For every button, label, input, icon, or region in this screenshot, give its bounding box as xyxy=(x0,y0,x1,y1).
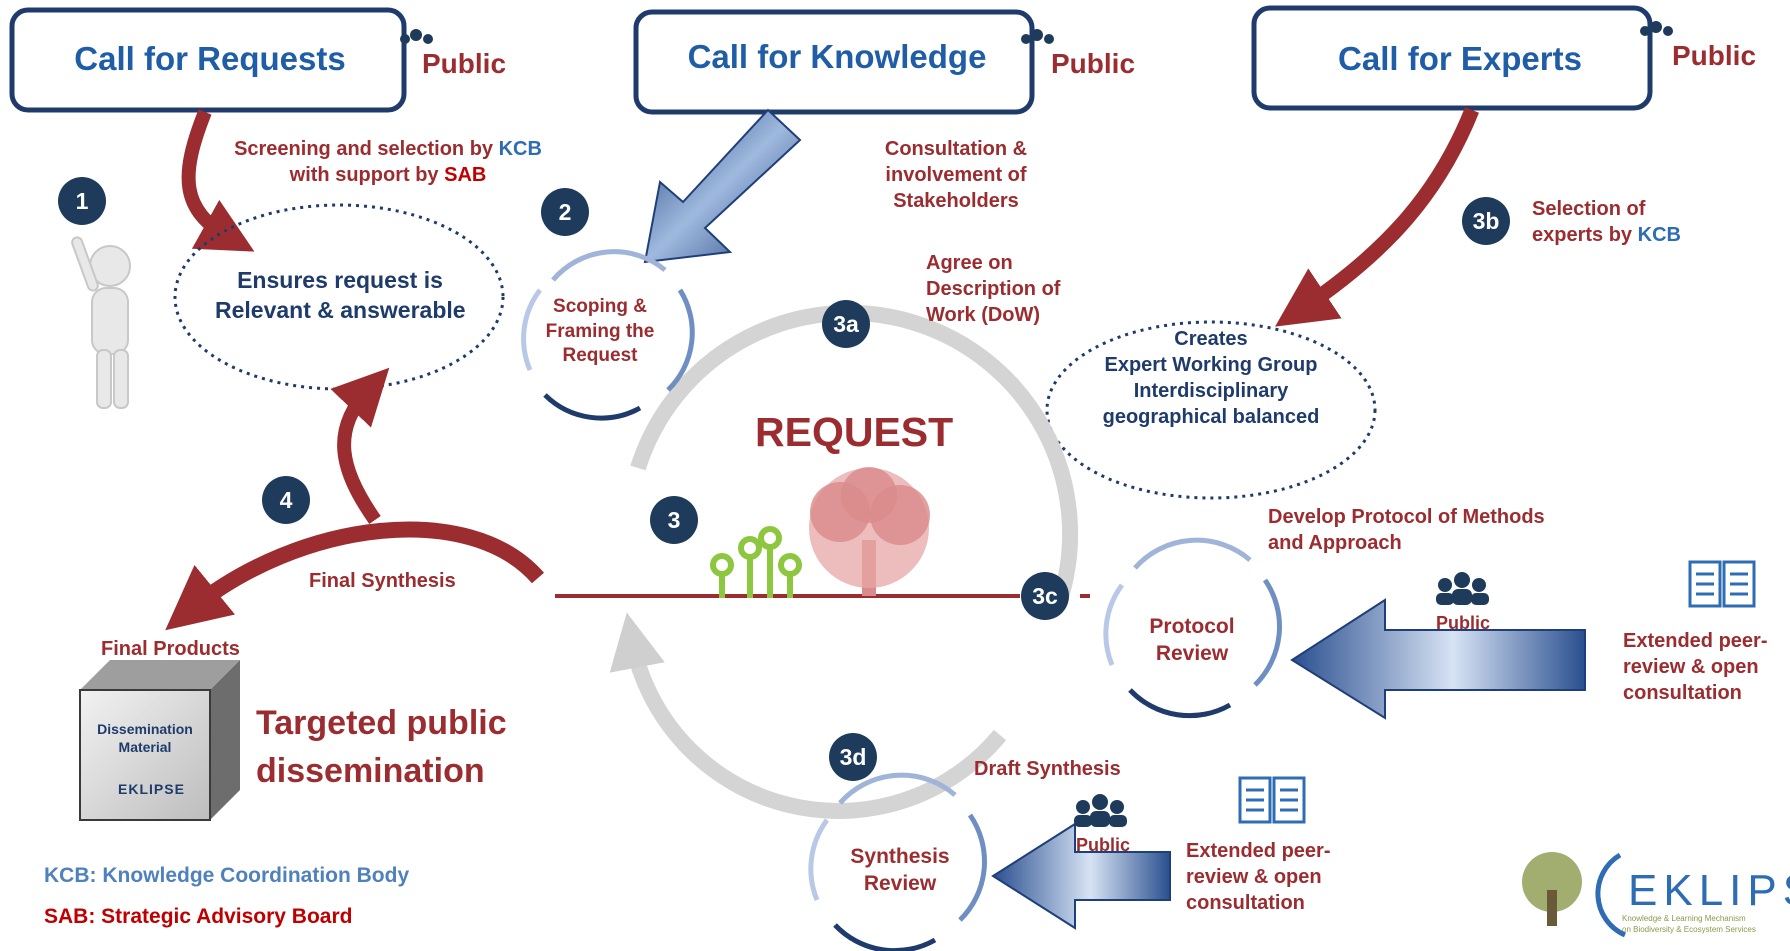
eklipse-tagline-1: Knowledge & Learning Mechanism xyxy=(1622,914,1746,923)
call-requests-title: Call for Requests xyxy=(74,40,346,77)
cube-box xyxy=(79,660,240,821)
ensures-oval xyxy=(173,203,505,391)
people-icon xyxy=(400,21,1673,827)
public-badge-knowledge: Public xyxy=(1051,48,1136,79)
public-badge-requests: Public xyxy=(422,48,507,79)
call-knowledge-title: Call for Knowledge xyxy=(687,38,987,75)
key-icon xyxy=(710,526,802,598)
step-3d: 3d xyxy=(829,733,877,781)
step-1: 1 xyxy=(58,177,106,225)
public-label-synthesis: Public xyxy=(1076,835,1131,855)
legend-sab: SAB: Strategic Advisory Board xyxy=(44,905,353,928)
request-title: REQUEST xyxy=(755,409,954,455)
request-cycle-lower xyxy=(609,612,1007,819)
draft-synthesis-text: Draft Synthesis xyxy=(974,758,1121,780)
eklipse-tagline-2: on Biodiversity & Ecosystem Services xyxy=(1622,925,1756,934)
arrow-extended-to-synthesis xyxy=(991,822,1171,930)
arrow-experts-to-group xyxy=(1275,107,1479,327)
eklipse-logo xyxy=(1522,852,1627,938)
person-figure xyxy=(71,236,131,409)
tree-icon xyxy=(809,467,930,596)
box-eklipse-logo: EKLIPSE xyxy=(118,781,185,797)
step-3b: 3b xyxy=(1462,197,1510,245)
synthesis-cycle xyxy=(808,772,987,951)
arrow-final-synthesis xyxy=(165,521,545,631)
step-3: 3 xyxy=(650,496,698,544)
step-2: 2 xyxy=(541,188,589,236)
eklipse-logo-text: EKLIPS xyxy=(1628,866,1790,915)
scoping-cycle xyxy=(521,249,695,421)
arrow-knowledge-to-step2 xyxy=(643,108,802,264)
step-4: 4 xyxy=(262,476,310,524)
public-badge-experts: Public xyxy=(1672,40,1757,71)
call-experts-box xyxy=(1251,5,1653,111)
call-knowledge-box xyxy=(633,9,1035,115)
step-3c: 3c xyxy=(1021,572,1069,620)
protocol-cycle xyxy=(1103,537,1282,719)
final-synthesis-text: Final Synthesis xyxy=(309,570,456,592)
public-label-protocol: Public xyxy=(1436,613,1491,633)
arrow-extended-to-protocol xyxy=(1290,598,1586,720)
call-experts-title: Call for Experts xyxy=(1338,40,1582,77)
step-3a: 3a xyxy=(822,300,870,348)
document-icon xyxy=(1238,560,1756,824)
request-cycle xyxy=(630,304,1078,603)
call-requests-box xyxy=(9,7,407,113)
arrow-back-to-step1 xyxy=(330,367,390,525)
expert-group-oval xyxy=(1045,320,1377,500)
screening-text: Screening and selection by KCB with supp… xyxy=(234,138,542,186)
legend-kcb: KCB: Knowledge Coordination Body xyxy=(44,864,410,887)
final-products-text: Final Products xyxy=(101,638,240,660)
arrow-requests-to-step1 xyxy=(181,109,255,252)
